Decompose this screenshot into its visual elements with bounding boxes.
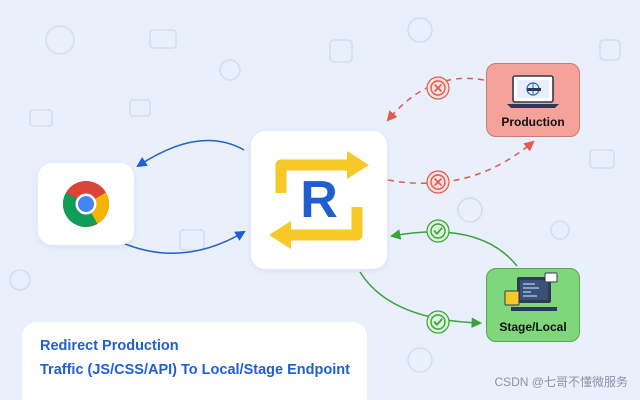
check-circle-icon xyxy=(426,310,450,334)
x-circle-icon xyxy=(426,170,450,194)
caption-box: Redirect Production Traffic (JS/CSS/API)… xyxy=(22,322,367,400)
arrow-stage-to-r xyxy=(389,229,518,267)
browser-node xyxy=(38,163,134,245)
production-node: Production xyxy=(486,63,580,137)
developer-workstation-icon xyxy=(504,272,558,311)
stage-label: Stage/Local xyxy=(499,320,567,334)
requestly-r-icon: R xyxy=(269,151,369,249)
web-server-laptop-icon xyxy=(507,75,559,108)
arrow-r-to-production xyxy=(387,140,535,185)
production-label: Production xyxy=(501,115,565,129)
caption-line-2: Traffic (JS/CSS/API) To Local/Stage Endp… xyxy=(40,362,350,378)
arrow-production-to-r xyxy=(386,77,485,122)
chrome-icon xyxy=(63,181,109,227)
redirector-node: R xyxy=(251,131,387,269)
caption-line-1: Redirect Production xyxy=(40,338,179,354)
stage-node: Stage/Local xyxy=(486,268,580,342)
svg-text:R: R xyxy=(300,171,338,229)
x-circle-icon xyxy=(426,76,450,100)
arrow-r-to-browser xyxy=(136,139,245,168)
watermark: CSDN @七哥不懂微服务 xyxy=(494,375,628,389)
arrow-r-to-stage xyxy=(359,271,483,328)
arrow-browser-to-r xyxy=(115,230,246,254)
check-circle-icon xyxy=(426,219,450,243)
